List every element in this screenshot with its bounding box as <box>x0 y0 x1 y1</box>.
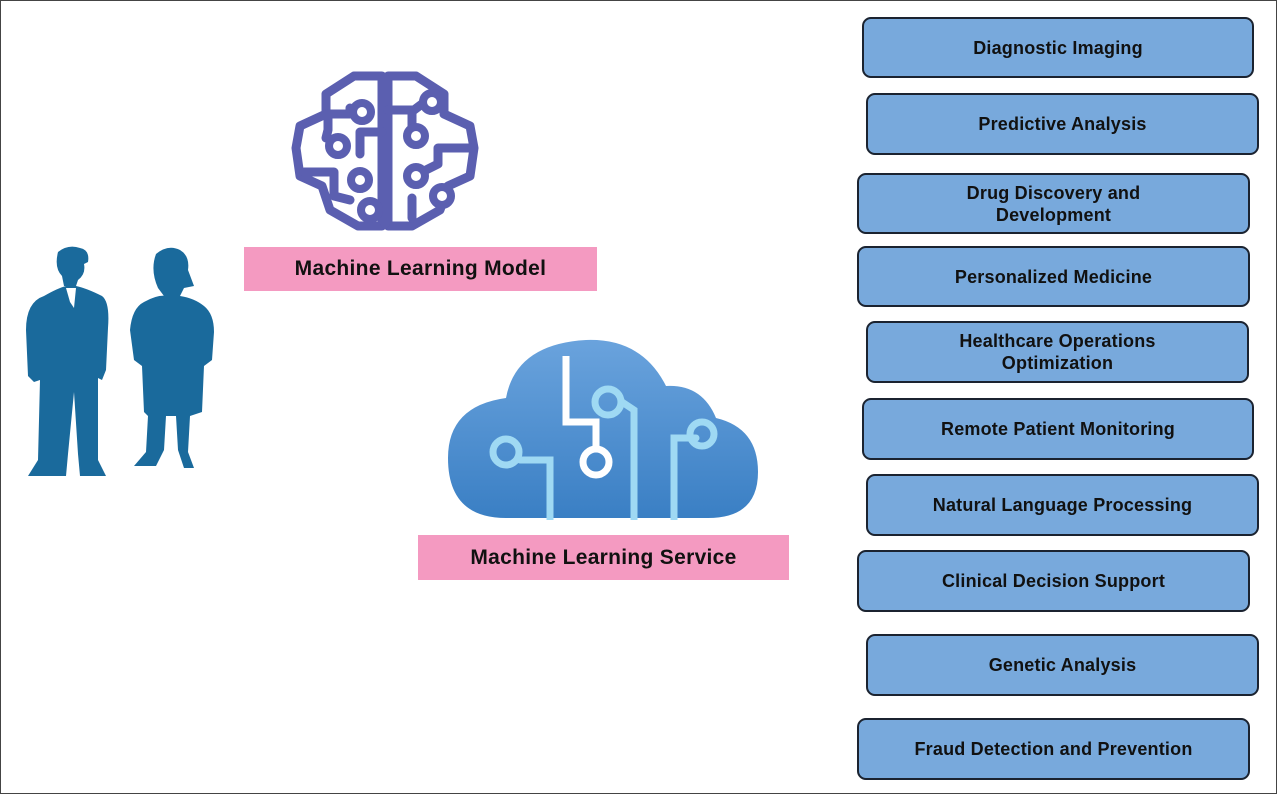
application-box-predictive-analysis: Predictive Analysis <box>866 93 1259 155</box>
businessman-silhouette <box>26 246 109 476</box>
circuit-cloud-icon <box>448 339 758 520</box>
application-box-remote-patient-monitoring: Remote Patient Monitoring <box>862 398 1254 460</box>
application-box-diagnostic-imaging: Diagnostic Imaging <box>862 17 1254 78</box>
business-people-icon <box>26 246 214 476</box>
businesswoman-silhouette <box>130 247 214 468</box>
machine-learning-service-label: Machine Learning Service <box>418 535 789 580</box>
application-box-fraud-detection: Fraud Detection and Prevention <box>857 718 1250 780</box>
application-box-healthcare-operations: Healthcare Operations Optimization <box>866 321 1249 383</box>
application-box-natural-language-processing: Natural Language Processing <box>866 474 1259 536</box>
application-box-clinical-decision-support: Clinical Decision Support <box>857 550 1250 612</box>
application-box-personalized-medicine: Personalized Medicine <box>857 246 1250 307</box>
application-box-genetic-analysis: Genetic Analysis <box>866 634 1259 696</box>
machine-learning-model-label: Machine Learning Model <box>244 247 597 291</box>
circuit-brain-icon <box>291 71 479 231</box>
application-box-drug-discovery: Drug Discovery and Development <box>857 173 1250 234</box>
